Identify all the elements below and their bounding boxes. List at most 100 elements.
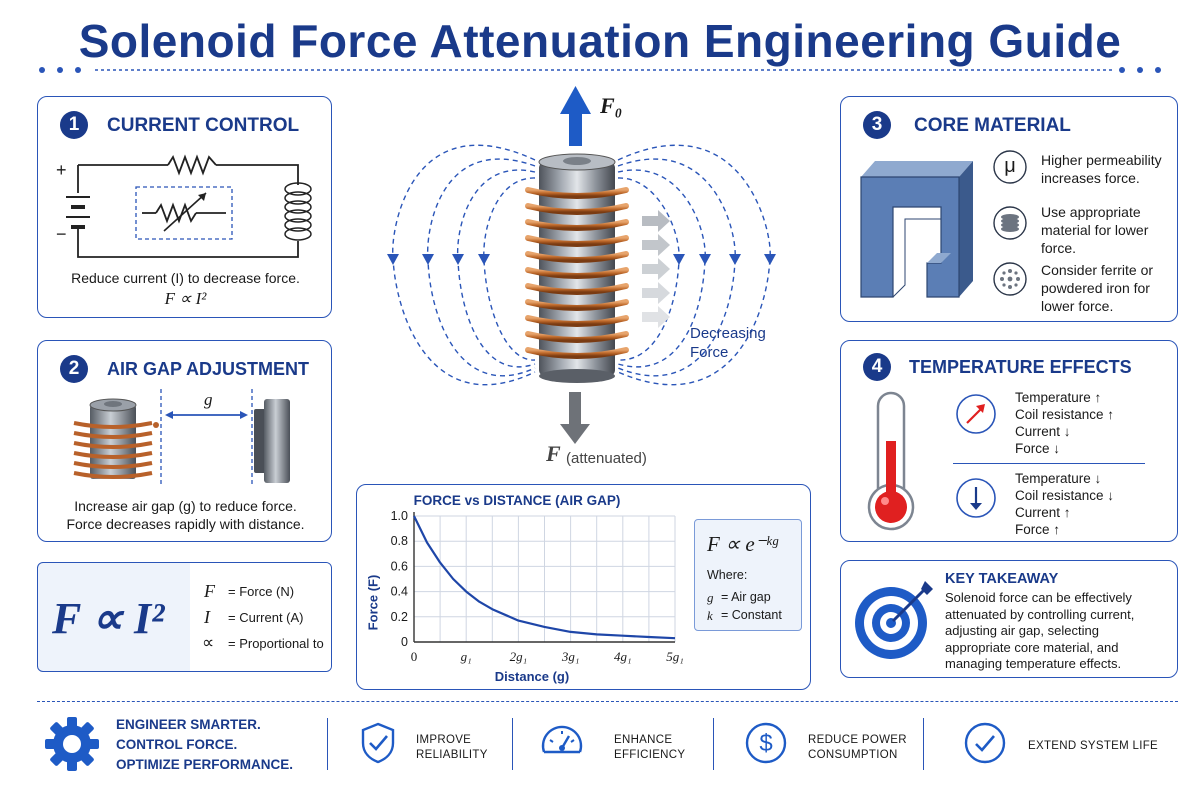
legend-sym-3: ∝: [202, 633, 215, 652]
gear-icon: [45, 717, 99, 771]
thermometer-icon: [867, 391, 915, 531]
annot-sym-1: g: [707, 590, 714, 605]
x-tick-label: 3g₁: [561, 649, 580, 664]
takeaway-line-2: attenuated by controlling current,: [945, 606, 1135, 622]
air-gap-description-1: Increase air gap (g) to reduce force.: [74, 498, 297, 514]
core-material-card: 3 CORE MATERIAL μ Higher permeability in…: [840, 96, 1178, 322]
decreasing-label-1: Decreasing: [690, 325, 766, 342]
temperature-effects-card: 4 TEMPERATURE EFFECTS Temperature ↑ Coil…: [840, 340, 1178, 542]
mu-permeability-icon: [993, 150, 1027, 184]
target-icon: [855, 581, 933, 659]
footer-label-power-1: REDUCE POWER: [808, 734, 907, 746]
legend-def-2: = Current (A): [228, 610, 304, 625]
air-gap-card: 2 AIR GAP ADJUSTMENT g Increase air: [37, 340, 332, 542]
current-description: Reduce current (I) to decrease force.: [71, 270, 300, 286]
takeaway-line-3: adjusting air gap, selecting: [945, 623, 1099, 638]
y-tick-label: 0.6: [391, 559, 408, 573]
temp-up-icon: [956, 394, 996, 434]
ferrite-powder-icon: [993, 262, 1027, 296]
laminated-material-icon: [993, 206, 1027, 240]
air-gap-description-2: Force decreases rapidly with distance.: [66, 516, 305, 532]
annot-def-2: = Constant: [721, 608, 782, 622]
slogan-line-3: OPTIMIZE PERFORMANCE.: [116, 757, 294, 772]
section-heading: TEMPERATURE EFFECTS: [909, 357, 1132, 377]
x-tick-label: 4g₁: [614, 649, 632, 664]
chart-xlabel: Distance (g): [494, 669, 570, 684]
x-tick-label: 2g₁: [510, 649, 528, 664]
footer-label-reliability-2: RELIABILITY: [416, 749, 488, 761]
key-takeaway-card: KEY TAKEAWAY Solenoid force can be effec…: [840, 560, 1178, 678]
solenoid-field-diagram: [387, 86, 776, 444]
force-down-arrow-icon: [560, 392, 590, 444]
decreasing-label-2: Force: [690, 344, 729, 361]
footer-separator: [713, 718, 714, 770]
x-tick-label: 5g₁: [666, 649, 684, 664]
shield-check-icon: [361, 722, 395, 764]
page-title: Solenoid Force Attenuation Engineering G…: [78, 15, 1122, 67]
footer-label-efficiency-1: ENHANCE: [614, 734, 673, 746]
section-number: 2: [60, 355, 88, 383]
force-curve-line: [413, 515, 676, 640]
field-arrows: [387, 254, 776, 265]
temp-down-line-2: Coil resistance ↓: [1015, 488, 1115, 503]
temp-up-line-2: Coil resistance ↑: [1015, 407, 1115, 422]
gauge-icon: [541, 725, 583, 754]
core-item-3: Consider ferrite or powdered iron for lo…: [1041, 262, 1154, 314]
coil-icon: [284, 182, 312, 241]
annot-sym-2: k: [707, 608, 713, 623]
temp-up-line-1: Temperature ↑: [1015, 390, 1102, 405]
slogan-line-1: ENGINEER SMARTER.: [116, 717, 261, 732]
legend-sym-2: I: [204, 607, 210, 627]
formula-legend: F = Force (N) I = Current (A) ∝ = Propor…: [190, 563, 331, 671]
circuit-diagram: [66, 154, 312, 258]
current-formula: F ∝ I²: [164, 289, 207, 308]
attenuated-label: (attenuated): [566, 450, 647, 467]
y-tick-label: 1.0: [391, 509, 408, 523]
c-core-icon: [860, 161, 973, 298]
footer-separator: [923, 718, 924, 770]
title-divider: [39, 67, 1161, 73]
temp-down-line-3: Current ↑: [1015, 505, 1071, 520]
armature-plate-icon: [254, 399, 290, 483]
legend-def-1: = Force (N): [228, 584, 295, 599]
minus-sign: −: [56, 224, 67, 244]
footer-label-life: EXTEND SYSTEM LIFE: [1028, 740, 1159, 752]
y-tick-label: 0.8: [391, 534, 408, 548]
gap-label: g: [204, 390, 213, 409]
dollar-icon: $: [745, 722, 787, 764]
footer-divider: [37, 701, 1178, 702]
svg-text:$: $: [759, 730, 772, 757]
section-heading: CORE MATERIAL: [914, 115, 1071, 136]
where-label: Where:: [707, 568, 748, 582]
temp-down-line-1: Temperature ↓: [1015, 471, 1102, 486]
check-circle-icon: [964, 722, 1006, 764]
force-up-arrow-icon: [560, 86, 591, 146]
slogan-line-2: CONTROL FORCE.: [116, 737, 238, 752]
temperature-divider: [953, 463, 1145, 464]
core-item-1: Higher permeability increases force.: [1041, 152, 1162, 186]
footer-separator: [512, 718, 513, 770]
solenoid-body-icon: [525, 153, 629, 383]
main-formula: F ∝ I²: [52, 594, 165, 643]
air-gap-diagram: [73, 389, 290, 485]
exp-formula: F ∝ e⁻ᵏᵍ: [707, 532, 778, 556]
temp-down-icon: [956, 478, 996, 518]
resistor-icon: [167, 154, 217, 176]
chart-title: FORCE vs DISTANCE (AIR GAP): [413, 493, 621, 508]
chart-annotation-box: F ∝ e⁻ᵏᵍ Where: g = Air gap k = Constant: [694, 519, 802, 631]
section-heading: AIR GAP ADJUSTMENT: [107, 359, 310, 379]
y-tick-label: 0.4: [391, 585, 408, 599]
takeaway-line-1: Solenoid force can be effectively: [945, 590, 1132, 605]
decreasing-force-arrows: [642, 210, 670, 328]
section-number: 4: [863, 353, 891, 381]
temp-down-line-4: Force ↑: [1015, 522, 1061, 537]
f0-label: F₀: [600, 93, 623, 118]
footer-label-power-2: CONSUMPTION: [808, 749, 898, 761]
y-tick-label: 0.2: [391, 610, 408, 624]
section-number: 1: [60, 111, 88, 139]
section-heading: CURRENT CONTROL: [107, 115, 300, 136]
current-control-card: 1 CURRENT CONTROL + − Reduce current (I)…: [37, 96, 332, 318]
mini-solenoid-icon: [73, 398, 159, 479]
annot-def-1: = Air gap: [721, 590, 771, 604]
